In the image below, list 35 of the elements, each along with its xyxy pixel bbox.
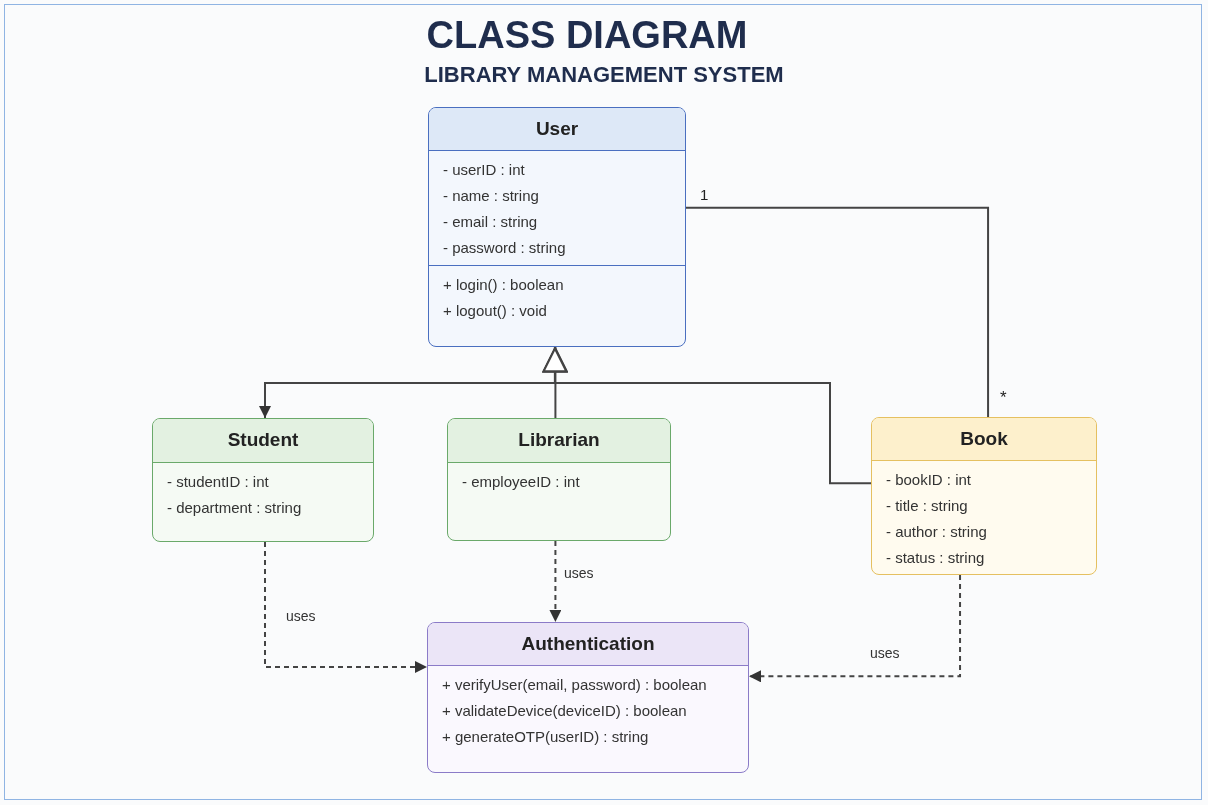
class-name: Authentication	[428, 623, 748, 666]
class-member: - studentID : int	[167, 471, 270, 492]
multiplicity-label: 1	[700, 186, 709, 203]
class-box	[428, 107, 686, 347]
class-member: - password : string	[443, 237, 567, 258]
class-member: - department : string	[167, 497, 303, 518]
class-member: - name : string	[443, 185, 540, 206]
class-member: + login() : boolean	[443, 274, 565, 295]
class-member: + logout() : void	[443, 300, 548, 321]
class-box	[447, 418, 671, 541]
class-member: - userID : int	[443, 159, 526, 180]
diagram-title: CLASS DIAGRAM	[425, 14, 749, 57]
class-member: + validateDevice(deviceID) : boolean	[442, 700, 688, 721]
class-member: + generateOTP(userID) : string	[442, 726, 650, 747]
class-member: - email : string	[443, 211, 539, 232]
dependency-arrow	[549, 540, 562, 623]
class-box	[152, 418, 374, 542]
class-member: - employeeID : int	[462, 471, 581, 492]
association-line	[685, 206, 990, 418]
class-member: - status : string	[886, 547, 986, 568]
class-name: Student	[153, 419, 373, 463]
class-member: - bookID : int	[886, 469, 973, 490]
class-member: - author : string	[886, 521, 988, 542]
class-box	[871, 417, 1097, 575]
class-box	[427, 622, 749, 773]
multiplicity-label: *	[1000, 388, 1007, 408]
class-member: - title : string	[886, 495, 969, 516]
inheritance-arrow	[542, 346, 872, 485]
dependency-arrow	[264, 541, 428, 673]
class-name: Librarian	[448, 419, 670, 463]
class-name: Book	[872, 418, 1096, 461]
class-name: User	[429, 108, 685, 151]
class-member: + verifyUser(email, password) : boolean	[442, 674, 708, 695]
diagram-subtitle: LIBRARY MANAGEMENT SYSTEM	[423, 62, 785, 88]
dependency-arrow	[748, 574, 962, 683]
